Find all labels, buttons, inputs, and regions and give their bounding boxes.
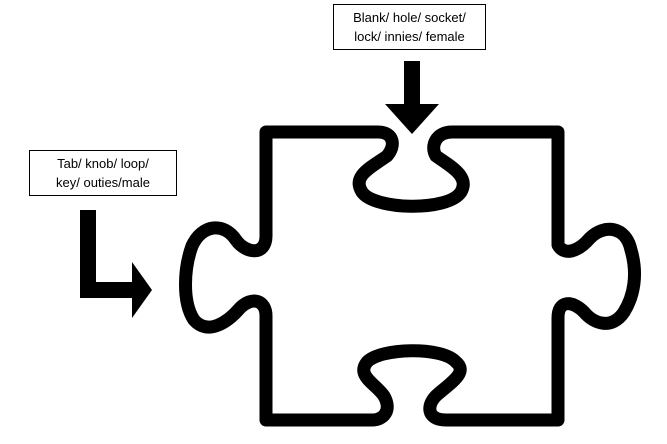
tab-label-box: Tab/ knob/ loop/ key/ outies/male xyxy=(29,150,177,196)
blank-label-line1: Blank/ hole/ socket/ xyxy=(353,10,466,25)
down-arrow-icon xyxy=(385,61,439,134)
bent-arrow-icon xyxy=(80,210,152,318)
blank-label-line2: lock/ innies/ female xyxy=(354,29,465,44)
puzzle-piece-outline xyxy=(179,125,642,427)
blank-label-box: Blank/ hole/ socket/ lock/ innies/ femal… xyxy=(333,4,486,50)
tab-label-line2: key/ outies/male xyxy=(56,175,150,190)
tab-label-line1: Tab/ knob/ loop/ xyxy=(57,156,149,171)
